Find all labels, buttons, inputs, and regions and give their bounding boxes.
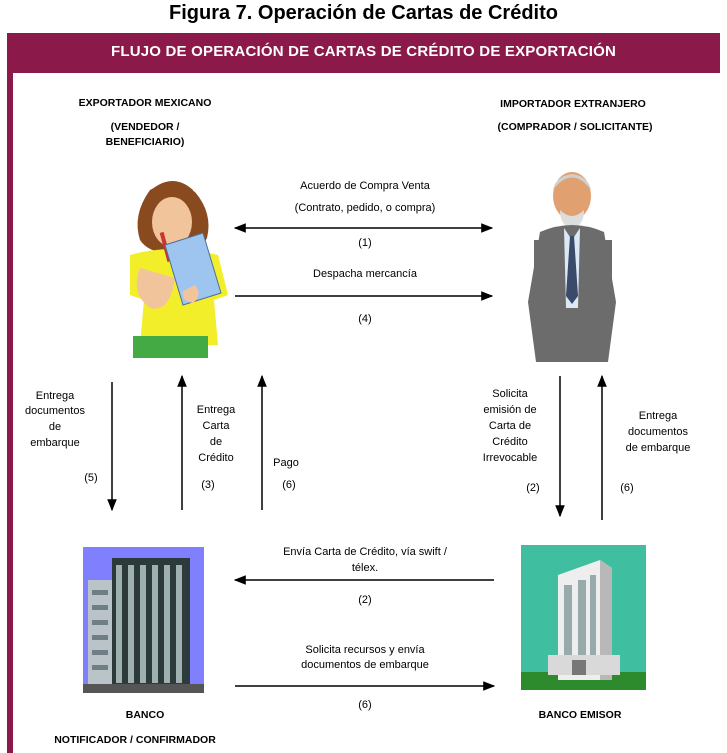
deliver-docs-1: Entrega xyxy=(35,390,75,402)
figure-title: Figura 7. Operación de Cartas de Crédito xyxy=(169,2,558,24)
docs-importer-3: de embarque xyxy=(625,442,691,454)
bank-issuer-name: BANCO EMISOR xyxy=(538,709,622,721)
bank-notifier-name: BANCO xyxy=(125,709,165,721)
request-lc-1: Solicita xyxy=(492,388,528,400)
bank-notifier-role: NOTIFICADOR / CONFIRMADOR xyxy=(54,734,216,746)
docs-importer-1: Entrega xyxy=(638,410,678,422)
funds-label-2: documentos de embarque xyxy=(301,659,429,671)
request-lc-3: Carta de xyxy=(488,420,532,432)
diagram-banner: FLUJO DE OPERACIÓN DE CARTAS DE CRÉDITO … xyxy=(7,33,720,73)
swift-label-1: Envía Carta de Crédito, vía swift / xyxy=(283,546,447,558)
agreement-step: (1) xyxy=(358,237,372,249)
exporter-woman-illustration xyxy=(130,181,228,358)
importer-name: IMPORTADOR EXTRANJERO xyxy=(500,98,646,110)
deliver-lc-1: Entrega xyxy=(196,404,236,416)
bank-notifier-illustration xyxy=(83,547,204,693)
funds-step: (6) xyxy=(358,699,372,711)
deliver-lc-4: Crédito xyxy=(198,452,234,464)
exporter-role-2: BENEFICIARIO) xyxy=(105,136,185,148)
request-lc-5: Irrevocable xyxy=(482,452,538,464)
deliver-docs-step: (5) xyxy=(84,472,98,484)
deliver-lc-3: de xyxy=(209,436,223,448)
exporter-name: EXPORTADOR MEXICANO xyxy=(78,97,212,109)
importer-man-illustration xyxy=(528,172,616,362)
agreement-label-2: (Contrato, pedido, o compra) xyxy=(294,202,436,214)
diagram-frame xyxy=(7,33,720,753)
ships-label: Despacha mercancía xyxy=(313,268,417,280)
deliver-docs-4: embarque xyxy=(30,437,80,449)
exporter-role-1: (VENDEDOR / xyxy=(110,121,180,133)
docs-importer-step: (6) xyxy=(620,482,634,494)
banner-title: FLUJO DE OPERACIÓN DE CARTAS DE CRÉDITO … xyxy=(110,43,616,60)
bank-issuer-illustration xyxy=(521,545,646,690)
payment-label: Pago xyxy=(273,457,299,469)
request-lc-4: Crédito xyxy=(492,436,528,448)
importer-role: (COMPRADOR / SOLICITANTE) xyxy=(497,121,653,133)
funds-label-1: Solicita recursos y envía xyxy=(305,644,425,656)
swift-label-2: télex. xyxy=(351,562,379,574)
deliver-docs-2: documentos xyxy=(25,405,85,417)
payment-step: (6) xyxy=(282,479,296,491)
docs-importer-2: documentos xyxy=(628,426,688,438)
ships-step: (4) xyxy=(358,313,372,325)
deliver-docs-3: de xyxy=(48,421,62,433)
request-lc-step: (2) xyxy=(526,482,540,494)
request-lc-2: emisión de xyxy=(483,404,537,416)
deliver-lc-2: Carta xyxy=(202,420,230,432)
deliver-lc-step: (3) xyxy=(201,479,215,491)
agreement-label-1: Acuerdo de Compra Venta xyxy=(300,180,430,192)
swift-step: (2) xyxy=(358,594,372,606)
